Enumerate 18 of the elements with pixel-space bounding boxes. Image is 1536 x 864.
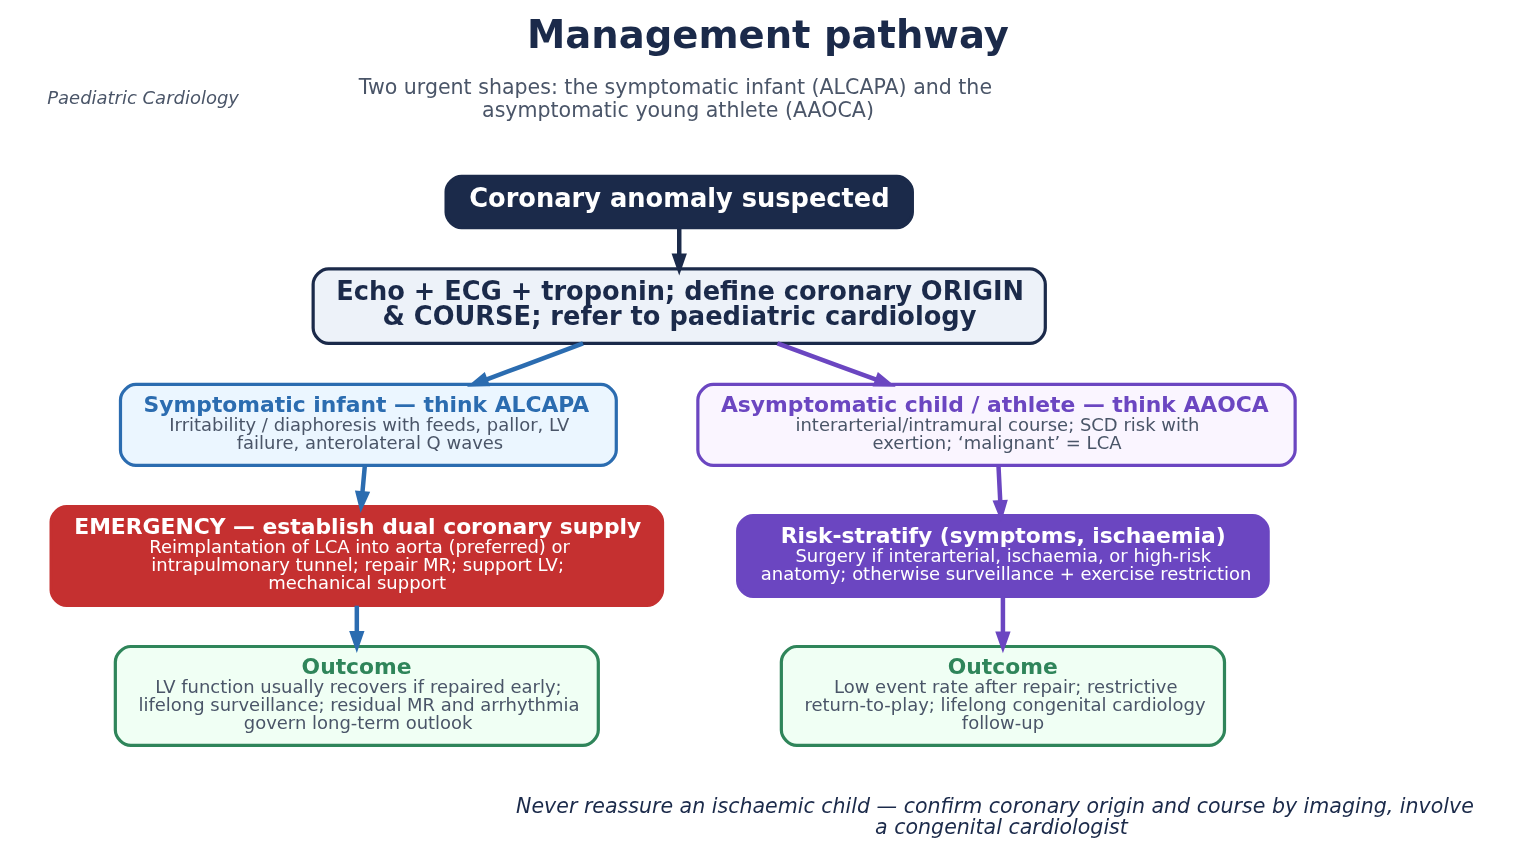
label: Two urgent shapes: the symptomatic infant (ALCAPA) and the asymptomatic young athlete (AAOCA) [358,74,992,123]
node-box: Asymptomatic child / athlete — think AAOCA interarterial/intramural course; SCD risk with exertion; ‘malignant’ = LCA [695,382,1297,467]
arrow [671,227,687,276]
diagram-title: Management pathway [526,11,1009,57]
label: Paediatric Cardiology [46,87,239,109]
node-box: Outcome LV function usually recovers if repaired early; lifelong surveillance; residual MR and arrhythmia govern long-term outlook [113,644,600,748]
node-box: Symptomatic infant — think ALCAPA Irritability / diaphoresis with feeds, pallor, LV failure, anterolateral Q waves [118,382,618,467]
arrow [776,341,896,387]
node-box: Risk-stratify (symptoms, ischaemia) Surgery if interarterial, ischaemia, or high-risk anatomy; otherwise surveillance + exercise restriction [735,513,1270,598]
node-box: EMERGENCY — establish dual coronary supply Reimplantation of LCA into aorta (preferred) or intrapulmonary tunnel; repair MR; support LV; mechanical support [49,504,664,607]
caption: Never reassure an ischaemic child — confirm coronary origin and course by imaging, involve a congenital cardiologist [515,794,1474,839]
node-box: Echo + ECG + troponin; define coronary ORIGIN & COURSE; refer to paediatric cardiology [311,267,1047,345]
node-box: Outcome Low event rate after repair; restrictive return-to-play; lifelong congenital cardiology follow-up [779,644,1226,748]
node-box: Coronary anomaly suspected [444,174,914,230]
arrow [348,605,364,653]
arrow [354,465,370,513]
arrow [994,596,1011,654]
arrow [466,341,584,387]
